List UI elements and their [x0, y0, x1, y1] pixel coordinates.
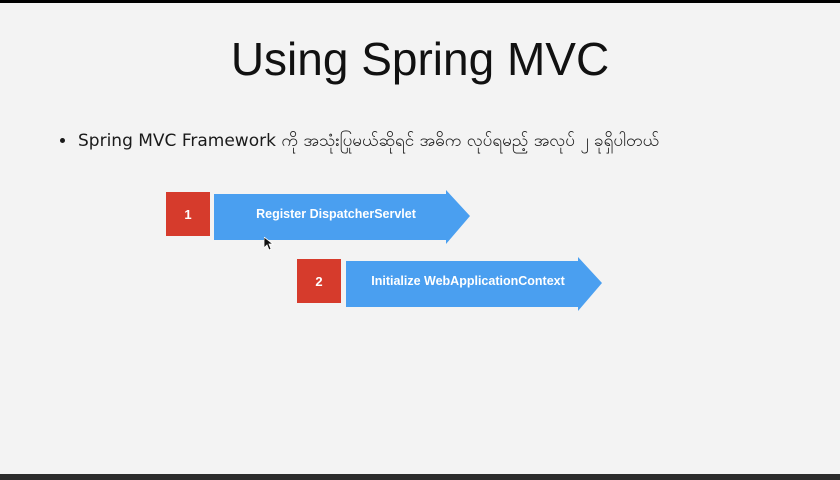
bullet-dot-icon	[60, 137, 65, 143]
slide-title: Using Spring MVC	[230, 33, 610, 85]
step-1: 1 Register DispatcherServlet	[166, 190, 472, 244]
step-arrow-shape	[346, 257, 602, 313]
bottom-bar	[0, 474, 840, 480]
step-label: Initialize WebApplicationContext	[371, 274, 565, 288]
arrow-icon	[214, 190, 470, 244]
arrow-icon	[346, 257, 602, 311]
bullet-item: Spring MVC Framework ကို အသုံးပြုမယ်ဆိုရ…	[60, 127, 820, 155]
bullet-text: Spring MVC Framework ကို အသုံးပြုမယ်ဆိုရ…	[78, 131, 660, 151]
step-2: 2 Initialize WebApplicationContext	[297, 257, 603, 311]
step-arrow-shape	[214, 190, 470, 246]
step-number-box: 2	[297, 259, 341, 303]
step-label: Register DispatcherServlet	[256, 207, 416, 221]
mouse-pointer-icon	[263, 236, 275, 251]
step-number-box: 1	[166, 192, 210, 236]
presentation-slide: Using Spring MVC Spring MVC Framework ကိ…	[0, 3, 840, 474]
